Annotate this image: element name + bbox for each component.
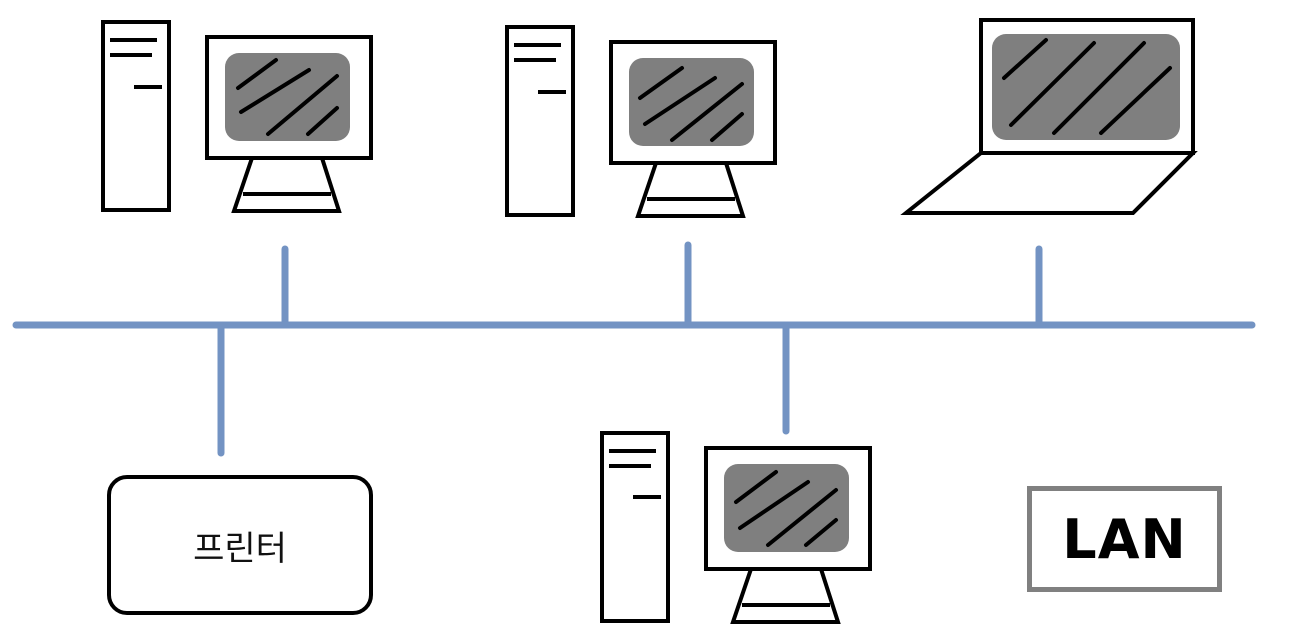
desktop-computer-2 [505, 25, 777, 218]
lan-label: LAN [1027, 486, 1222, 592]
monitor-icon [704, 446, 872, 624]
tower-icon [101, 20, 171, 212]
monitor-icon [609, 40, 777, 218]
desktop-computer-3 [600, 431, 872, 624]
laptop-icon [900, 18, 1198, 215]
printer-label: 프린터 [193, 528, 287, 569]
printer-box [107, 475, 373, 615]
monitor-icon [205, 35, 373, 213]
network-bus [12, 241, 1256, 457]
tower-icon [505, 25, 575, 217]
tower-icon [600, 431, 670, 623]
desktop-computer-1 [101, 20, 373, 213]
